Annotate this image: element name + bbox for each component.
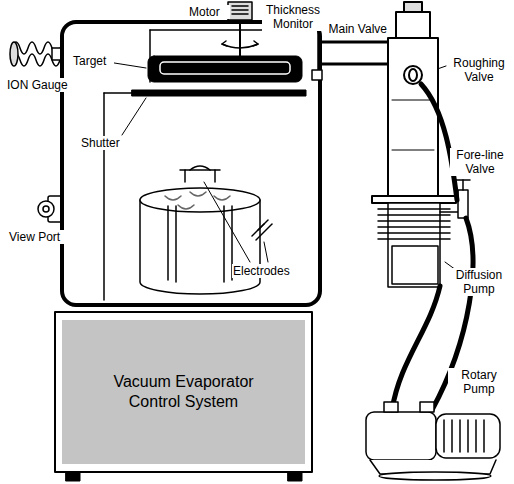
shutter-rod [103,93,105,300]
part-label: Fore-line Valve [450,148,510,176]
part-label: Rotary Pump [448,368,510,396]
ion-gauge [10,42,62,66]
shutter-rod [104,92,132,94]
control-cabinet [55,312,312,481]
target [148,30,318,82]
part-label: Shutter [80,136,132,150]
part-label: Diffusion Pump [448,268,510,296]
part-label: Main Valve [328,22,388,36]
pump-pipe [318,42,390,64]
part-label: Motor [188,5,230,19]
diffusion-pump [372,196,460,287]
part-label: ION Gauge [6,78,72,92]
control-panel: Vacuum Evaporator Control System [62,320,305,464]
view-port [38,196,62,222]
vacuum-hose [392,84,473,410]
part-label: Roughing Valve [448,56,510,84]
rotary-pump [366,402,500,480]
part-label: View Port [8,230,74,244]
part-label: Electrodes [232,264,304,278]
part-label: Thickness Monitor [262,3,324,31]
thickness-sensor [312,24,322,80]
panel-title: Vacuum Evaporator Control System [109,372,259,412]
vacuum-chamber [62,22,320,305]
shutter [132,90,306,96]
part-label: Target [72,54,114,68]
